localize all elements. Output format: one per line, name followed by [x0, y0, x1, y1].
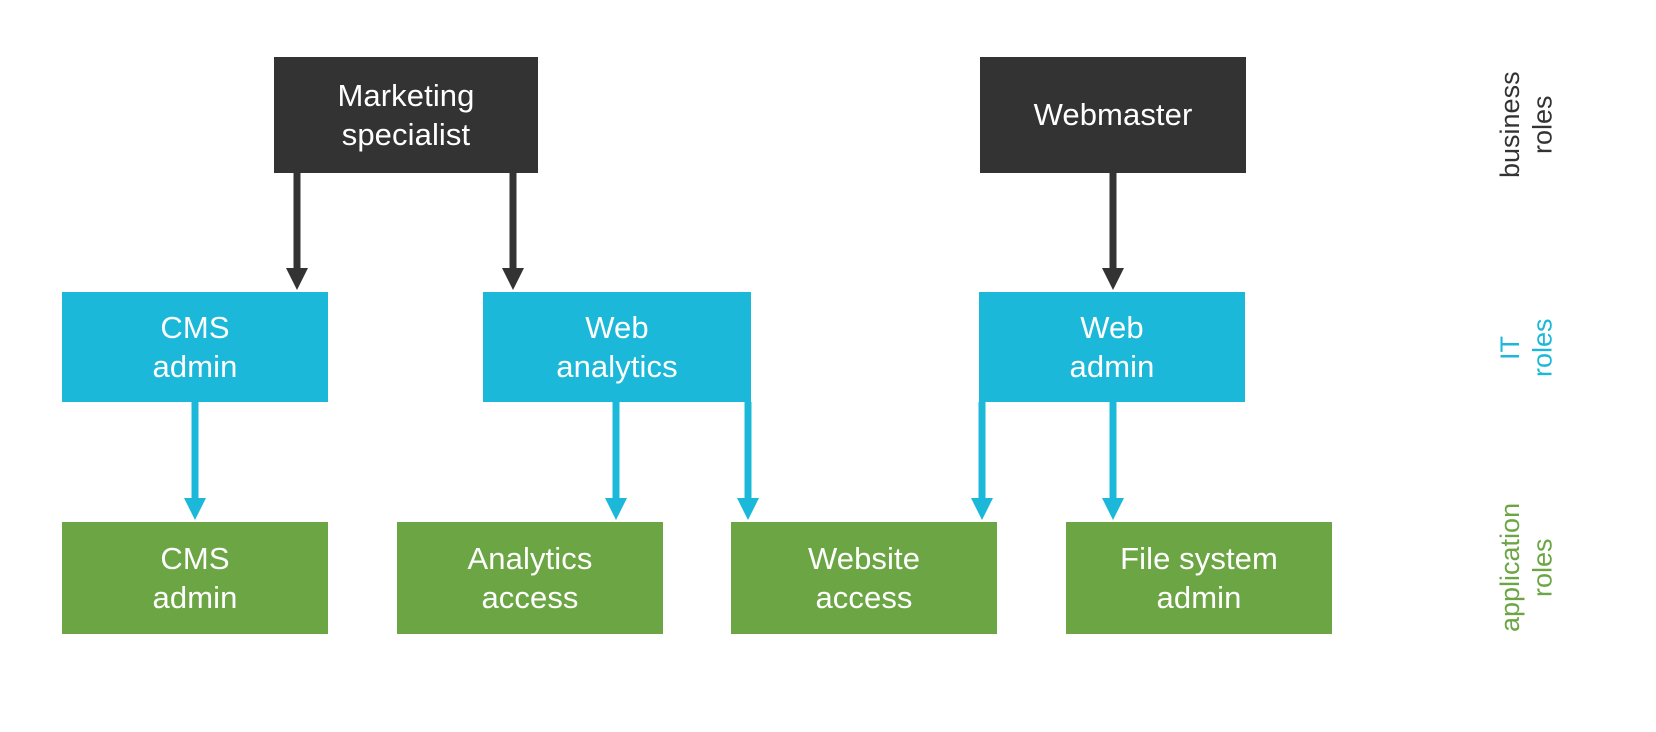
connector-arrowhead [502, 268, 524, 290]
connector-arrowhead [737, 498, 759, 520]
node-label: CMS admin [152, 540, 238, 615]
node-web-analytics[interactable]: Web analytics [483, 292, 751, 402]
node-analytics-access[interactable]: Analytics access [397, 522, 663, 634]
node-label: CMS admin [152, 309, 238, 384]
connector-arrowhead [1102, 498, 1124, 520]
node-label: Website access [807, 540, 921, 615]
node-marketing-specialist[interactable]: Marketing specialist [274, 57, 538, 173]
node-label: Web analytics [556, 309, 678, 384]
connector-marketing-to-cms-admin [286, 173, 308, 290]
connector-web-admin-to-file-system [1102, 402, 1124, 520]
connector-arrowhead [286, 268, 308, 290]
tier-label-it: IT roles [1495, 318, 1558, 378]
node-web-admin[interactable]: Web admin [979, 292, 1245, 402]
tier-label-business: business roles [1495, 71, 1558, 179]
node-website-access[interactable]: Website access [731, 522, 997, 634]
node-file-system-admin[interactable]: File system admin [1066, 522, 1332, 634]
node-label: File system admin [1120, 540, 1278, 615]
node-label: Analytics access [467, 540, 593, 615]
tier-label-application: application roles [1495, 502, 1558, 633]
connector-web-analytics-to-website [737, 402, 759, 520]
connector-marketing-to-web-analytics [502, 173, 524, 290]
node-label: Web admin [1069, 309, 1155, 384]
connector-arrowhead [605, 498, 627, 520]
node-cms-admin-app[interactable]: CMS admin [62, 522, 328, 634]
node-webmaster[interactable]: Webmaster [980, 57, 1246, 173]
connector-webmaster-to-web-admin [1102, 173, 1124, 290]
connector-web-analytics-to-analytics [605, 402, 627, 520]
node-cms-admin-it[interactable]: CMS admin [62, 292, 328, 402]
connector-arrowhead [971, 498, 993, 520]
node-label: Webmaster [1033, 97, 1193, 133]
connector-cms-admin-to-cms-admin-app [184, 402, 206, 520]
connector-arrowhead [184, 498, 206, 520]
node-label: Marketing specialist [337, 77, 475, 152]
connector-web-admin-to-website [971, 402, 993, 520]
connector-arrowhead [1102, 268, 1124, 290]
